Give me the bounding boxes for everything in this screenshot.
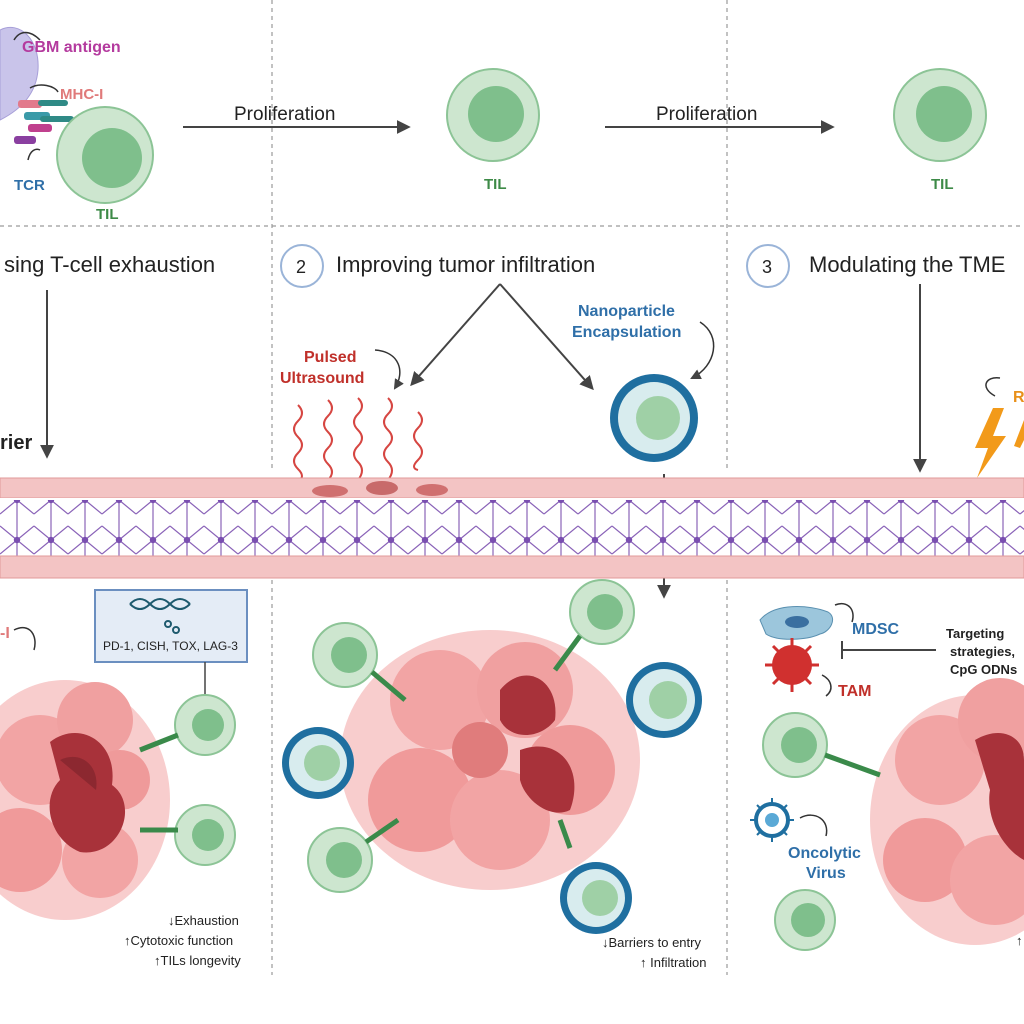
pulsed-label-1: Pulsed: [304, 349, 356, 366]
mhc-label: MHC-I: [60, 86, 103, 103]
step3-number: 3: [762, 257, 772, 277]
panel1-result-1: ↓Exhaustion: [168, 913, 239, 928]
oncolytic-label-1: Oncolytic: [788, 845, 861, 862]
panel2-result-2: ↑ Infiltration: [640, 955, 706, 970]
panel-separators: [0, 0, 1024, 975]
step2-title: Improving tumor infiltration: [336, 252, 595, 277]
tam-cell: [765, 638, 819, 692]
gene-targets-label: PD-1, CISH, TOX, LAG-3: [103, 639, 238, 653]
step3-badge: [746, 244, 790, 288]
til-cell-p3b: [774, 889, 836, 951]
mdsc-pointer: [834, 603, 854, 623]
panel1-result-2: ↑Cytotoxic function: [124, 933, 233, 948]
oncolytic-virus-icon: [750, 798, 794, 842]
receptor-links-p1: [139, 732, 179, 833]
tcr-mhc-complex: [13, 31, 74, 161]
targeting-label-2: strategies,: [950, 644, 1015, 659]
tumor-mass-1: [0, 680, 170, 920]
mdsc-cell: [759, 606, 833, 640]
til-cell-p1a: [174, 694, 236, 756]
nano-label-1: Nanoparticle: [578, 303, 675, 320]
barrier-label: rier: [0, 432, 32, 454]
nanoparticle-p2c: [560, 862, 632, 934]
til-label-2: TIL: [484, 176, 507, 193]
tumor-mass-2: [340, 630, 640, 890]
step2-badge: [280, 244, 324, 288]
ultrasound-waves: [293, 397, 423, 482]
pulsed-label-2: Ultrasound: [280, 370, 364, 387]
step2-number: 2: [296, 257, 306, 277]
targeting-label-1: Targeting: [946, 626, 1004, 641]
nanoparticle-top: [610, 374, 698, 462]
til-label-1: TIL: [96, 206, 119, 223]
inhibition-bar: [841, 641, 936, 659]
step2-arrow-right: [499, 283, 594, 391]
mdsc-label: MDSC: [852, 621, 900, 638]
til-cell-p2c: [307, 827, 373, 893]
gbm-cell-shape: [0, 27, 39, 121]
nanoparticle-p2b: [626, 662, 702, 738]
tam-label: TAM: [838, 683, 871, 700]
tumor-mass-3: [870, 678, 1024, 945]
step2-arrow-left: [410, 283, 501, 387]
radiation-label: R: [1013, 389, 1024, 406]
proliferation-label-1: Proliferation: [234, 104, 335, 125]
blood-brain-barrier: [0, 477, 1024, 579]
nanoparticle-p2a: [282, 727, 354, 799]
tam-pointer: [821, 674, 832, 697]
til-cell-p2a: [312, 622, 378, 688]
pulsed-pointer: [374, 349, 404, 390]
targeting-label-3: CpG ODNs: [950, 662, 1017, 677]
til-cell-p2b: [569, 579, 635, 645]
step1-title: sing T-cell exhaustion: [4, 252, 215, 277]
til-label-3: TIL: [931, 176, 954, 193]
gbm-antigen-label: GBM antigen: [22, 39, 121, 56]
til-cell-1: [56, 106, 154, 204]
til-cell-p1b: [174, 804, 236, 866]
nano-pointer: [690, 321, 715, 379]
mhc-partial-pointer: [13, 627, 36, 651]
step3-title: Modulating the TME: [809, 252, 1005, 277]
onco-pointer: [799, 814, 828, 837]
receptor-link-p3: [824, 752, 881, 778]
oncolytic-label-2: Virus: [806, 865, 846, 882]
panel1-result-3: ↑TILs longevity: [154, 953, 241, 968]
nano-label-2: Encapsulation: [572, 324, 681, 341]
receptor-links-p2: [364, 634, 583, 849]
til-cell-p3a: [762, 712, 828, 778]
til-cell-3: [893, 68, 987, 162]
mhc-partial-label: -I: [0, 625, 10, 642]
tcr-label: TCR: [14, 177, 45, 194]
dna-scissors-icon: [129, 598, 191, 634]
panel3-partial-result: ↑: [1016, 933, 1023, 948]
radiation-lightning-icon: [975, 377, 1024, 478]
til-cell-2: [446, 68, 540, 162]
panel2-result-1: ↓Barriers to entry: [602, 935, 701, 950]
proliferation-label-2: Proliferation: [656, 104, 757, 125]
